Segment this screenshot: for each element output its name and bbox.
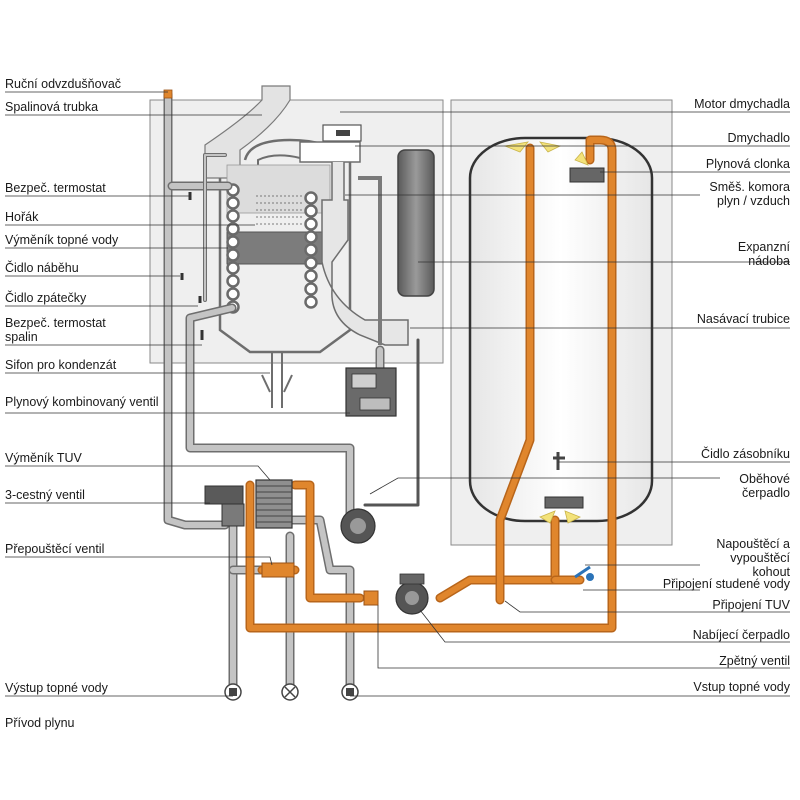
gas-orifice <box>569 167 605 183</box>
label-plynova-clonka: Plynová clonka <box>705 157 790 171</box>
charging-pump-hub <box>405 591 419 605</box>
label-bezpec-termostat-spalin: Bezpeč. termostat spalin <box>5 316 106 344</box>
label-pripojeni-tuv: Připojení TUV <box>712 598 790 612</box>
label-zpetny-ventil: Zpětný ventil <box>719 654 790 668</box>
label-nasavaci-trubice: Nasávací trubice <box>696 312 790 326</box>
bypass-valve <box>261 562 295 578</box>
label-privod-plynu: Přívod plynu <box>5 716 75 730</box>
charging-pump-head <box>399 573 425 585</box>
check-valve <box>363 590 379 606</box>
label-pripojeni-studene-vody: Připojení studené vody <box>662 577 790 591</box>
intake-tube <box>358 176 382 345</box>
label-sifon: Sifon pro kondenzát <box>5 358 117 372</box>
label-vymenik-tuv: Výměník TUV <box>5 451 82 465</box>
label-rucni-odvzdusnovac: Ruční odvzdušňovač <box>5 77 122 91</box>
circulation-pump-hub <box>350 518 366 534</box>
storage-tank <box>468 136 654 523</box>
label-plynovy-kombinovany-ventil: Plynový kombinovaný ventil <box>5 395 159 409</box>
label-cidlo-zasobniku: Čidlo zásobníku <box>701 447 790 461</box>
combustion-chamber <box>218 138 352 354</box>
bottom-fittings <box>224 683 359 701</box>
chamber-inner <box>257 154 301 178</box>
three-way-valve-motor <box>204 485 244 505</box>
label-smes-komora: Směš. komora plyn / vzduch <box>709 180 790 208</box>
label-expanzni-nadoba: Expanzní nádoba <box>737 240 790 268</box>
label-vystup-topne-vody: Výstup topné vody <box>5 681 108 695</box>
fan-housing <box>299 141 361 163</box>
spray-symbols <box>503 141 589 524</box>
label-prepousteci-ventil: Přepouštěcí ventil <box>5 542 105 556</box>
label-horak: Hořák <box>5 210 39 224</box>
label-bezpec-termostat: Bezpeč. termostat <box>5 181 106 195</box>
dhw-exchanger-plates <box>256 485 292 523</box>
label-napousteci-kohout: Napouštěcí a vypouštěcí kohout <box>716 537 790 579</box>
label-motor-dmychadla: Motor dmychadla <box>694 97 790 111</box>
condensate-siphon <box>261 352 293 408</box>
grey-pipes <box>163 90 420 695</box>
label-cidlo-nabehu: Čidlo náběhu <box>5 261 79 275</box>
drain-cock-knob <box>586 573 594 581</box>
label-obehove-cerpadlo: Oběhové čerpadlo <box>739 472 790 500</box>
expansion-vessel <box>397 149 435 297</box>
air-vent <box>163 89 173 99</box>
leader-lines <box>5 91 790 697</box>
tank-sensor <box>553 452 565 470</box>
heat-exchanger-coils <box>226 183 318 314</box>
label-vstup-topne-vody: Vstup topné vody <box>693 680 790 694</box>
drain-cock <box>574 565 591 579</box>
gas-valve-face <box>351 373 377 389</box>
mixing-chamber <box>321 162 409 346</box>
gas-valve-face2 <box>359 397 391 411</box>
three-way-valve-body <box>221 503 245 527</box>
tank-diffuser <box>544 496 584 509</box>
label-cidlo-zpatecky: Čidlo zpátečky <box>5 291 87 305</box>
label-spalinova-trubka: Spalinová trubka <box>5 100 99 114</box>
label-trojcestny-ventil: 3-cestný ventil <box>5 488 85 502</box>
label-nabijeci-cerpadlo: Nabíjecí čerpadlo <box>692 628 790 642</box>
bottom-fittings-marks <box>229 688 354 696</box>
gas-inlet-mark <box>284 686 296 698</box>
label-dmychadlo: Dmychadlo <box>727 131 790 145</box>
fan-motor-top <box>336 130 350 136</box>
label-vymenik-topne-vody: Výměník topné vody <box>5 233 119 247</box>
